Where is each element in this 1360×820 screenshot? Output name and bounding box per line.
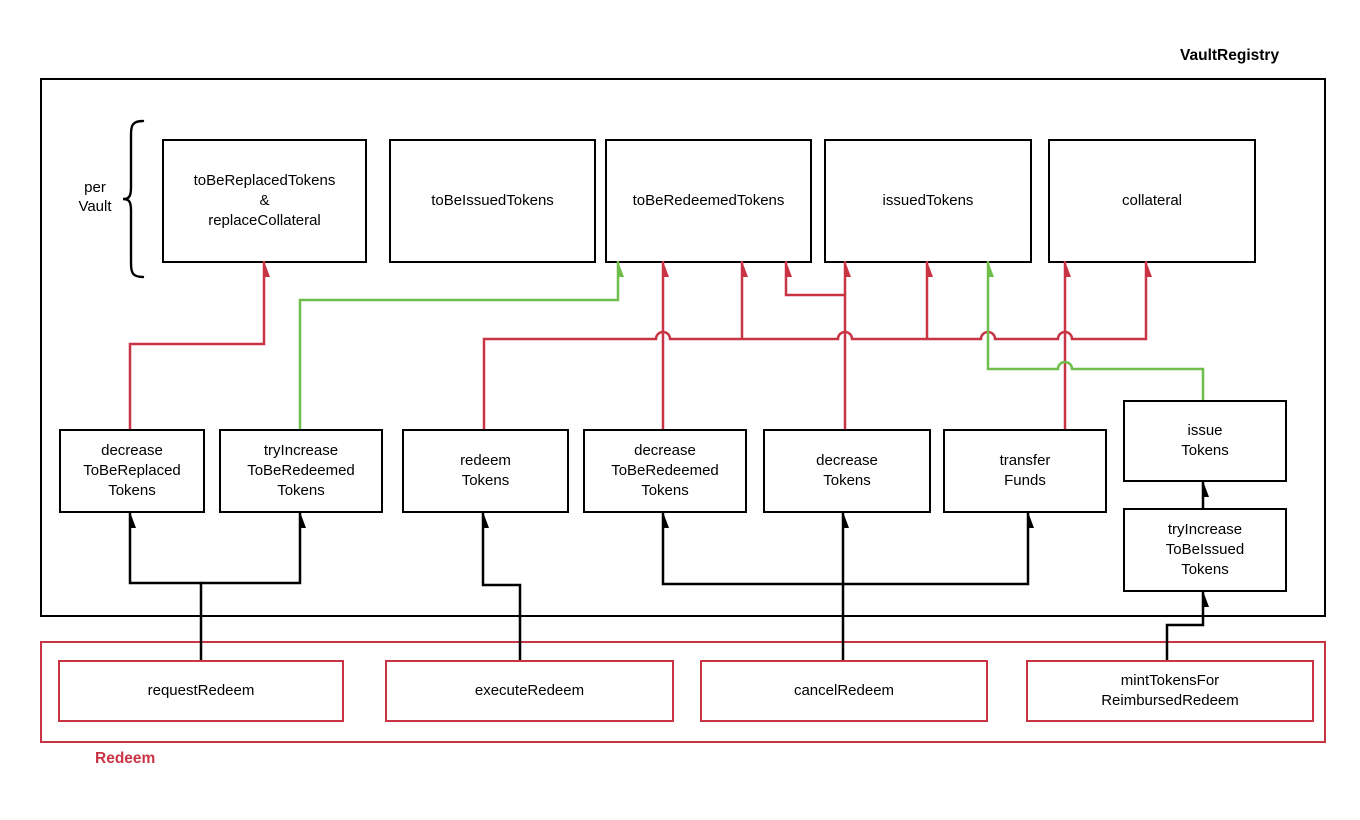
node-toBeRedeemedTokens: toBeRedeemedTokens bbox=[605, 139, 812, 263]
node-executeRedeem: executeRedeem bbox=[385, 660, 674, 722]
node-decreaseToBeRedeemedTokens: decrease ToBeRedeemed Tokens bbox=[583, 429, 747, 513]
node-decreaseTokens: decrease Tokens bbox=[763, 429, 931, 513]
node-tryIncreaseToBeIssuedTokens: tryIncrease ToBeIssued Tokens bbox=[1123, 508, 1287, 592]
node-requestRedeem: requestRedeem bbox=[58, 660, 344, 722]
node-decreaseToBeReplacedTokens: decrease ToBeReplaced Tokens bbox=[59, 429, 205, 513]
redeem-module-label: Redeem bbox=[95, 750, 156, 767]
node-mintTokensForReimbursedRedeem: mintTokensFor ReimbursedRedeem bbox=[1026, 660, 1314, 722]
node-toBeReplacedTokens: toBeReplacedTokens & replaceCollateral bbox=[162, 139, 367, 263]
vault-registry-title: VaultRegistry bbox=[1180, 47, 1280, 64]
node-collateral: collateral bbox=[1048, 139, 1256, 263]
node-redeemTokens: redeem Tokens bbox=[402, 429, 569, 513]
node-issuedTokens: issuedTokens bbox=[824, 139, 1032, 263]
node-cancelRedeem: cancelRedeem bbox=[700, 660, 988, 722]
node-issueTokens: issue Tokens bbox=[1123, 400, 1287, 482]
per-vault-label: per Vault bbox=[78, 179, 112, 215]
node-tryIncreaseToBeRedeemedTokens: tryIncrease ToBeRedeemed Tokens bbox=[219, 429, 383, 513]
node-toBeIssuedTokens: toBeIssuedTokens bbox=[389, 139, 596, 263]
node-transferFunds: transfer Funds bbox=[943, 429, 1107, 513]
